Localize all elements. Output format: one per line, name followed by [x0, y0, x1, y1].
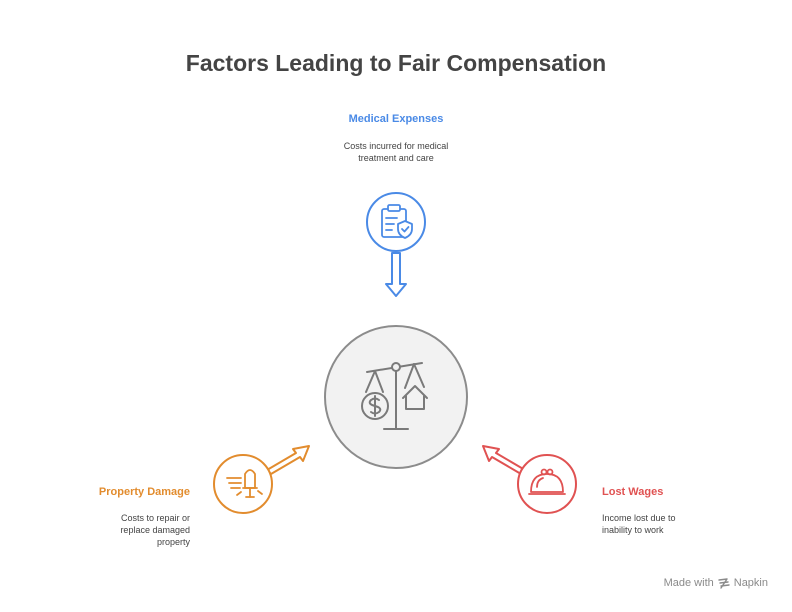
medical-expenses-node [366, 192, 426, 297]
medical-expenses-description: Costs incurred for medical treatment and… [343, 141, 449, 163]
property-damage-description: Costs to repair or replace damaged prope… [120, 513, 190, 547]
napkin-credit[interactable]: Made with Napkin [664, 577, 768, 589]
page-title: Factors Leading to Fair Compensation [185, 50, 607, 76]
credit-text: Made with [663, 577, 714, 589]
broken-property-icon [226, 469, 263, 498]
property-arrow [266, 445, 310, 475]
center-node [324, 325, 468, 469]
balance-scale-icon [361, 362, 428, 430]
lost-wages-node [482, 445, 577, 514]
property-damage-node [213, 445, 310, 514]
napkin-logo-icon [718, 577, 730, 589]
credit-brand: Napkin [733, 577, 768, 589]
property-damage-heading: Property Damage [98, 486, 190, 498]
lost-wages-description: Income lost due to inability to work [602, 513, 676, 535]
wages-arrow [482, 445, 526, 475]
medical-expenses-heading: Medical Expenses [348, 113, 444, 125]
wallet-icon [528, 468, 566, 495]
clipboard-shield-icon [381, 204, 413, 239]
medical-arrow [385, 252, 407, 297]
lost-wages-heading: Lost Wages [602, 486, 664, 498]
